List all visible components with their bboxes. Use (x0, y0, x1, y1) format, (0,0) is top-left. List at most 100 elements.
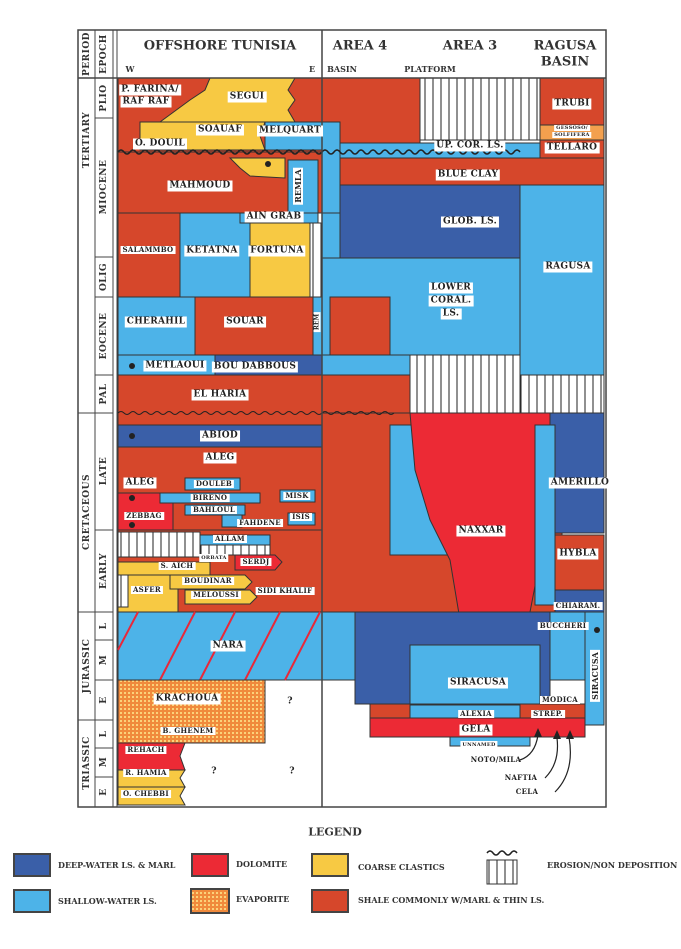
unit-modica: MODICA (540, 695, 580, 704)
unit-ochebbi: O. CHEBBI (121, 789, 171, 798)
unknown-mark: ? (289, 766, 295, 777)
unit-gela: GELA (459, 724, 493, 736)
unit-remla: REMLA (293, 167, 303, 205)
unit-cherahil: CHERAHIL (124, 316, 188, 328)
unit-rem: REM (313, 311, 321, 333)
unit-zebbag: ZEBBAG (124, 511, 164, 520)
header-platform: PLATFORM (404, 64, 456, 74)
unit-meloussi: MELOUSSI (191, 590, 241, 599)
unit-isis: ISIS (290, 512, 312, 521)
unit-tellaro: TELLARO (544, 142, 600, 154)
unit-mahmoud: MAHMOUD (167, 180, 233, 192)
unit-boudabbous: BOU DABBOUS (211, 361, 299, 373)
period-triassic: TRIASSIC (82, 736, 92, 790)
legend-shale-swatch (311, 889, 349, 913)
unit-asfer: ASFER (130, 585, 164, 594)
unit-allam: ALLAM (213, 534, 247, 543)
header-epoch: EPOCH (99, 34, 109, 74)
unconformity-line (117, 149, 521, 155)
label-naftia: NAFTIA (504, 773, 538, 782)
legend-dolomite-swatch (191, 853, 229, 877)
unknown-mark: ? (211, 766, 217, 777)
unknown-mark: ? (287, 696, 293, 707)
unit-naxxar: NAXXAR (456, 525, 506, 537)
unit-bghenem: B. GHENEM (160, 726, 216, 735)
legend-clastics-label: COARSE CLASTICS (358, 862, 445, 872)
label-cela: CELA (515, 787, 539, 796)
unit-souar: SOUAR (224, 316, 266, 328)
unit-farina: P. FARINA/ (119, 84, 181, 96)
unit-aleg: ALEG (203, 452, 237, 464)
unconformity-line (117, 411, 395, 415)
segui-clastic (158, 77, 296, 123)
legend-erosion-swatch (486, 859, 518, 885)
unit-rehach: REHACH (125, 745, 167, 754)
legend-deepwater-swatch (13, 853, 51, 877)
unit-metlaoui: METLAOUI (143, 360, 207, 372)
unit-doules: DOULEB (193, 479, 235, 488)
siracusa-shallow (409, 644, 541, 706)
legend-erosion-label: EROSION/NON DEPOSITION (547, 860, 678, 870)
unit-buccheri: BUCCHERI (537, 621, 589, 630)
unit-lowercoral-3: LS. (440, 308, 462, 320)
header-basin: BASIN (327, 64, 357, 74)
unit-segui: SEGUI (227, 91, 267, 103)
header-offshore-tunisia: OFFSHORE TUNISIA (143, 38, 297, 54)
legend-clastics-swatch (311, 853, 349, 877)
unit-globls: GLOB. LS. (440, 216, 500, 228)
epoch-triassic-l: L (99, 730, 109, 738)
legend-shallow-label: SHALLOW-WATER LS. (58, 896, 157, 906)
unit-siracusa: SIRACUSA (447, 677, 509, 689)
epoch-plio: PLIO (99, 84, 109, 112)
epoch-late: LATE (99, 456, 109, 486)
erosion-plio (419, 77, 541, 141)
unit-chiaram: CHIARAM. (553, 601, 603, 610)
unit-fahdene: FAHDENE (237, 518, 283, 527)
unit-trubi: TRUBI (552, 98, 592, 110)
unit-abiod: ABIOD (200, 430, 240, 442)
unit-blueclay: BLUE CLAY (435, 169, 501, 181)
erosion-early-cret (117, 531, 201, 558)
unit-bahloul: BAHLOUL (190, 505, 238, 514)
unit-boudinar: BOUDINAR (182, 576, 234, 585)
unit-bireno: BIRENO (190, 493, 230, 502)
epoch-jurassic-m: M (99, 654, 109, 666)
unit-misk: MISK (283, 491, 311, 500)
epoch-triassic-m: M (99, 756, 109, 768)
unit-fortuna: FORTUNA (248, 245, 306, 257)
unit-siracusa-vertical: SIRACUSA (590, 650, 600, 702)
unit-aleg-lower: ALEG (123, 477, 157, 489)
unit-ketatna: KETATNA (184, 245, 240, 257)
unit-sidikhalif: SIDI KHALIF (255, 586, 315, 595)
header-west: W (125, 64, 135, 74)
ragusa-shallow (519, 184, 605, 376)
unit-gessoso: GESSOSO/ (554, 125, 590, 131)
epoch-eocene: EOCENE (99, 312, 109, 360)
unit-aingrab: AIN GRAB (244, 211, 304, 223)
unit-upcor: UP. COR. LS. (434, 140, 506, 152)
unit-rhamia: R. HAMIA (123, 768, 169, 777)
unit-solfifera: SOLFIFERA (552, 132, 592, 138)
unit-serdj: SERDJ (240, 557, 272, 566)
unit-elharia: EL HARIA (191, 389, 249, 401)
unit-lowercoral-1: LOWER (428, 282, 474, 294)
unit-rafraf: RAF RAF (120, 96, 172, 108)
unit-unnamed: UNNAMED (460, 741, 498, 749)
unit-odouil: O. DOUIL (132, 138, 188, 150)
epoch-jurassic-l: L (99, 622, 109, 630)
unit-saich: S. AICH (158, 561, 196, 570)
epoch-jurassic-e: E (99, 696, 109, 704)
legend-dolomite-label: DOLOMITE (236, 859, 288, 869)
epoch-pal: PAL (99, 383, 109, 405)
epoch-miocene: MIOCENE (99, 159, 109, 215)
unit-salammbo: SALAMMBO (120, 245, 176, 254)
legend-title: LEGEND (308, 825, 362, 839)
unit-ragusa: RAGUSA (543, 261, 593, 273)
header-east: E (308, 64, 316, 74)
epoch-olig: OLIG (99, 262, 109, 292)
unit-lowercoral-2: CORAL. (428, 295, 474, 307)
salammbo-shale (117, 212, 181, 298)
header-period: PERIOD (82, 32, 92, 76)
legend-shallow-swatch (13, 889, 51, 913)
unit-hybla: HYBLA (557, 548, 599, 560)
